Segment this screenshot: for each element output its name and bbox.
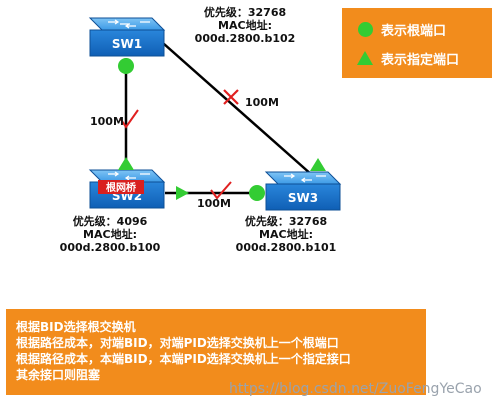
sw3-info: 优先级：32768 MAC地址: 000d.2800.b101 [226,215,346,254]
check-mark-sw2-sw3-icon [210,181,232,200]
legend-root-port-label: 表示根端口 [381,23,447,39]
sw1-mac-label: MAC地址: [218,19,272,32]
sw1-info: 优先级：32768 MAC地址: 000d.2800.b102 [190,6,300,45]
note-line-4: 其余接口则阻塞 [16,368,101,382]
sw3-mac-label: MAC地址: [259,228,313,241]
notes-box: 根据BID选择根交换机 根据路径成本，对端BID，对端PID选择交换机上一个根端… [6,309,426,395]
sw3-mac: 000d.2800.b101 [235,241,337,254]
root-port-sw3-icon [249,185,265,201]
sw2-mac-label: MAC地址: [83,228,137,241]
green-triangle-icon [357,51,373,65]
root-bridge-badge-bg [98,180,144,194]
designated-port-sw1-sw3-icon [310,158,326,171]
legend-designated-port-label: 表示指定端口 [381,52,460,68]
designated-port-sw2-up-icon [118,157,134,170]
designated-port-sw2-right-icon [176,186,189,200]
note-line-2: 根据路径成本，对端BID，对端PID选择交换机上一个根端口 [16,336,339,350]
switch-sw1[interactable]: SW1 [88,17,166,57]
legend-designated-port: 表示指定端口 [342,46,459,70]
switch-sw3[interactable]: SW3 [264,171,342,211]
check-mark-sw1-sw2-icon [119,109,139,129]
switch-sw3-label: SW3 [288,191,318,205]
sw2-mac: 000d.2800.b100 [59,241,161,254]
link-label-sw2-sw3: 100M [197,197,231,210]
link-sw1-sw3 [154,35,313,176]
note-line-3: 根据路径成本，本端BID，本端PID选择交换机上一个指定接口 [16,352,351,366]
root-bridge-badge: 根网桥 [106,181,137,194]
note-line-1: 根据BID选择根交换机 [16,320,136,334]
legend-box: 表示根端口 表示指定端口 [342,8,492,78]
sw1-priority: 优先级：32768 [203,6,287,19]
sw2-priority: 优先级：4096 [72,215,148,228]
blocked-x-sw1-sw3-icon [223,89,239,105]
link-label-sw1-sw3: 100M [245,96,279,109]
sw3-priority: 优先级：32768 [244,215,328,228]
legend-root-port: 表示根端口 [342,17,446,41]
sw1-mac: 000d.2800.b102 [194,32,296,45]
switch-sw1-label: SW1 [112,37,142,51]
sw2-info: 优先级：4096 MAC地址: 000d.2800.b100 [50,215,170,254]
green-circle-icon [358,21,373,37]
watermark: https://blog.csdn.net/ZuoFengYeCao [229,381,482,397]
root-port-sw1-icon [118,58,134,74]
link-label-sw1-sw2: 100M [90,115,124,128]
